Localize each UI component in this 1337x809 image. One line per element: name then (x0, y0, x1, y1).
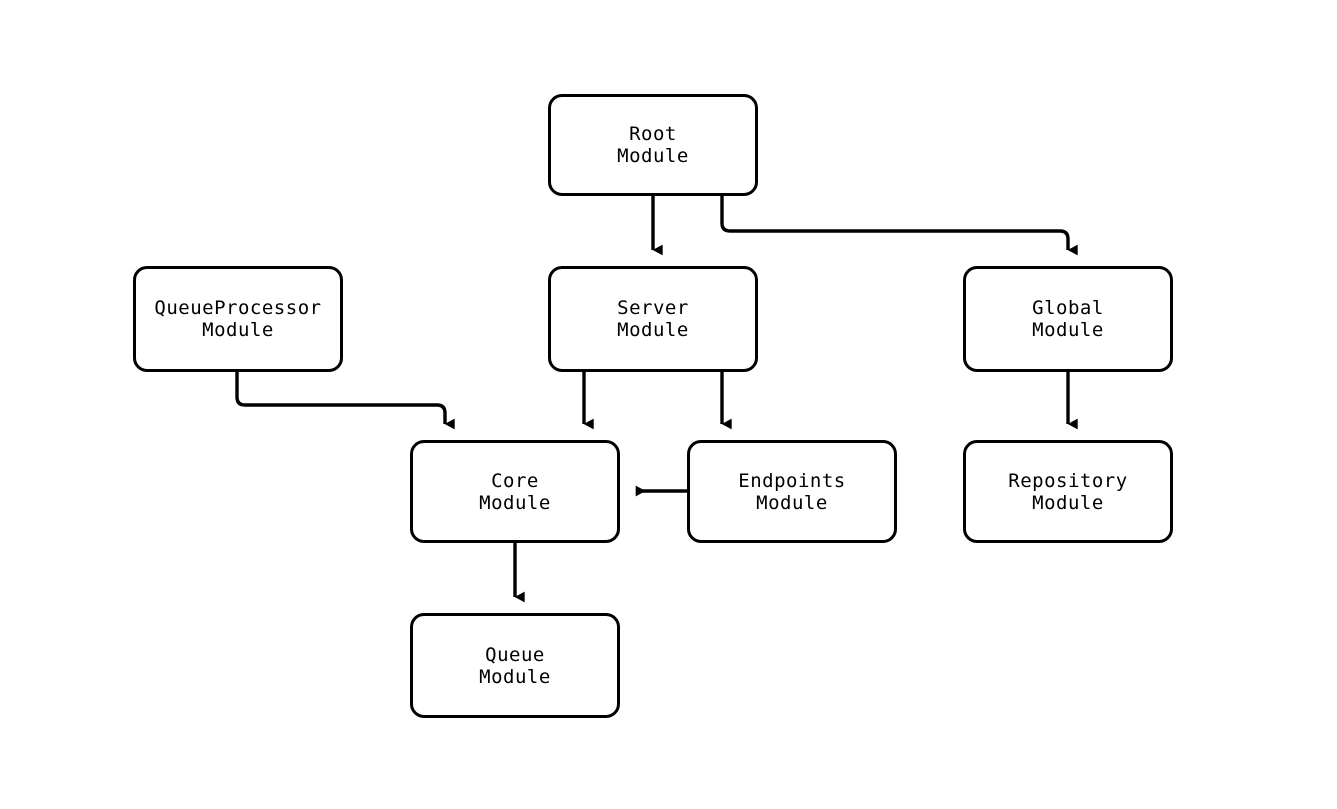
node-server-module-line1: Server (617, 297, 689, 319)
node-queueprocessor-module[interactable]: QueueProcessor Module (133, 266, 343, 372)
node-core-module[interactable]: Core Module (410, 440, 620, 543)
node-root-module-line2: Module (617, 145, 689, 167)
node-endpoints-module-line2: Module (756, 491, 828, 514)
node-repository-module-line2: Module (1032, 491, 1104, 514)
node-global-module[interactable]: Global Module (963, 266, 1173, 372)
node-global-module-line2: Module (1032, 319, 1104, 341)
node-endpoints-module[interactable]: Endpoints Module (687, 440, 897, 543)
node-queueprocessor-module-line1: QueueProcessor (154, 297, 322, 319)
edge-queueprocessor-to-core (235, 372, 455, 430)
node-repository-module[interactable]: Repository Module (963, 440, 1173, 543)
node-root-module-line1: Root (629, 123, 677, 145)
node-queue-module-line1: Queue (485, 643, 545, 666)
node-endpoints-module-line1: Endpoints (738, 469, 846, 492)
node-server-module[interactable]: Server Module (548, 266, 758, 372)
node-queueprocessor-module-line2: Module (202, 319, 274, 341)
node-global-module-line1: Global (1032, 297, 1104, 319)
node-queue-module[interactable]: Queue Module (410, 613, 620, 718)
node-core-module-line2: Module (479, 491, 551, 514)
edge-root-to-global (720, 196, 1078, 256)
node-server-module-line2: Module (617, 319, 689, 341)
node-queue-module-line2: Module (479, 665, 551, 688)
node-core-module-line1: Core (491, 469, 539, 492)
node-repository-module-line1: Repository (1008, 469, 1128, 492)
node-root-module[interactable]: Root Module (548, 94, 758, 196)
